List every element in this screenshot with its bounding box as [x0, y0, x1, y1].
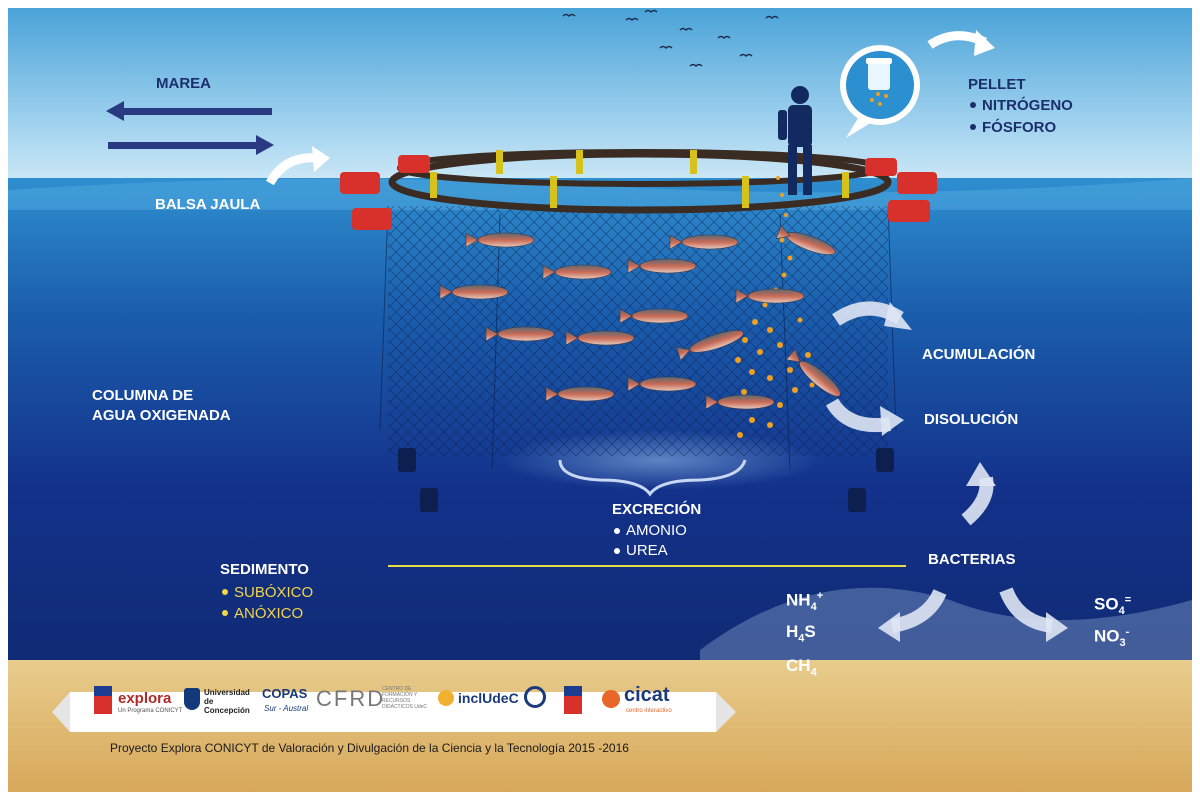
copas-logo: COPAS: [262, 686, 308, 701]
excrecion-item-amonio: AMONIO: [612, 521, 701, 541]
marea-label: MAREA: [156, 75, 211, 92]
pellet-bubble-icon: [840, 45, 920, 138]
buoys-icon: [340, 155, 937, 230]
cicat-logo-sub: centro interactivo: [626, 708, 672, 714]
chem-so4: SO4=: [1094, 594, 1132, 618]
columna-line1: COLUMNA DE: [92, 387, 194, 404]
excrecion-title: EXCRECIÓN: [612, 501, 702, 518]
udec-logo: Universidad de Concepción: [204, 688, 250, 715]
sedimento-item-suboxico: SUBÓXICO: [220, 582, 313, 603]
chem-no3: NO3-: [1094, 626, 1130, 650]
gobierno-logo-icon: [564, 686, 582, 714]
excrecion-block: EXCRECIÓN AMONIO UREA: [612, 501, 701, 561]
chem-h4s: H4S: [786, 622, 816, 645]
chem-nh4: NH4+: [786, 590, 824, 614]
worker-silhouette-icon: [778, 86, 812, 195]
birds-icon: [562, 9, 779, 68]
footer-credit: Proyecto Explora CONICYT de Valoración y…: [110, 741, 629, 755]
udec-shield-icon: [184, 688, 200, 710]
cicat-icon: [602, 690, 620, 708]
inclu-brain-icon: [438, 690, 454, 706]
seal-logo-icon: [524, 686, 546, 708]
pellet-block: PELLET NITRÓGENO FÓSFORO: [968, 76, 1073, 139]
columna-label: COLUMNA DE AGUA OXIGENADA: [92, 386, 231, 426]
anchor-weights-icon: [398, 448, 894, 512]
disolucion-label: DISOLUCIÓN: [924, 411, 1019, 428]
salmon-icons: [439, 224, 841, 410]
explora-logo: explora: [118, 690, 172, 707]
pellet-item-nitrogeno: NITRÓGENO: [968, 95, 1073, 117]
balsa-jaula-label: BALSA JAULA: [155, 196, 261, 213]
cicat-logo: cicat: [624, 684, 670, 706]
logo-banner: [60, 692, 716, 732]
cfrd-logo-sub: CENTRO DE FORMACIÓN Y RECURSOS DIDÁCTICO…: [382, 686, 428, 710]
sedimento-title: SEDIMENTO: [220, 561, 309, 578]
chile-flag-logo-icon: [94, 686, 112, 714]
sedimento-block: SEDIMENTO SUBÓXICO ANÓXICO: [220, 561, 313, 624]
balsa-arrow-icon: [266, 153, 319, 186]
tide-arrows-icon: [106, 101, 274, 155]
sponsor-logos: explora Un Programa CONICYT Universidad …: [76, 680, 712, 732]
acumulacion-label: ACUMULACIÓN: [922, 346, 1036, 363]
inclu-logo: inclUdeC: [458, 690, 519, 706]
bacterias-label: BACTERIAS: [928, 551, 1016, 568]
pellet-item-fosforo: FÓSFORO: [968, 117, 1073, 139]
pellet-list: NITRÓGENO FÓSFORO: [968, 95, 1073, 139]
sedimento-item-anoxico: ANÓXICO: [220, 603, 313, 624]
excretion-brace: [558, 459, 747, 497]
sky: [8, 8, 1192, 198]
excrecion-list: AMONIO UREA: [612, 521, 701, 561]
explora-logo-sub: Un Programa CONICYT: [118, 708, 183, 714]
copas-logo-sub: Sur - Austral: [264, 704, 309, 713]
columna-line2: AGUA OXIGENADA: [92, 407, 231, 424]
sedimento-list: SUBÓXICO ANÓXICO: [220, 582, 313, 624]
chem-ch4: CH4: [786, 656, 817, 679]
cfrd-logo: CFRD: [316, 686, 386, 711]
pellet-title: PELLET: [968, 76, 1026, 93]
excrecion-item-urea: UREA: [612, 541, 701, 561]
